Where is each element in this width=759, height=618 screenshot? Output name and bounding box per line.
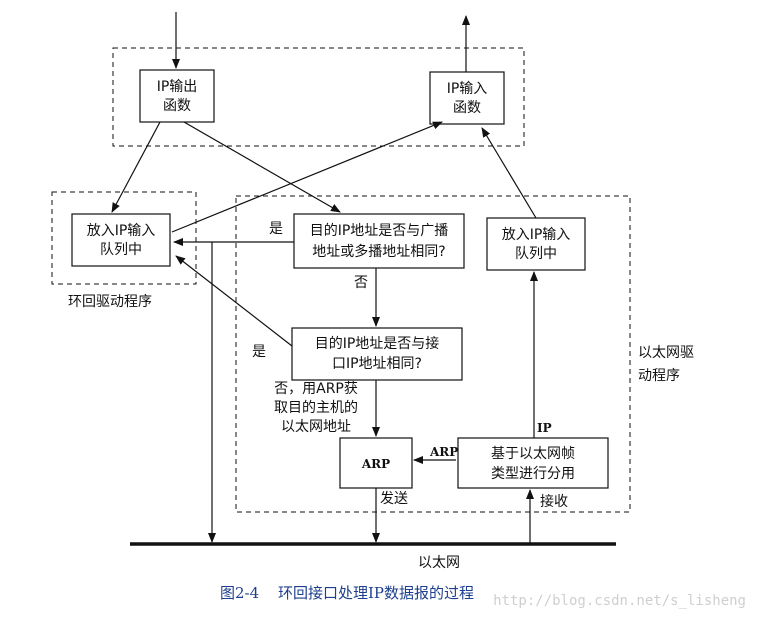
no-interface-label-3: 以太网地址 bbox=[281, 419, 351, 435]
eth-queue-text-1: 放入IP输入 bbox=[502, 227, 571, 243]
demux-text-2: 类型进行分用 bbox=[491, 466, 575, 482]
ethernet-driver-region bbox=[235, 195, 631, 513]
arp-edge-label: ARP bbox=[429, 445, 458, 459]
yes-interface-label: 是 bbox=[252, 344, 266, 360]
caption-figure-no: 图2-4 bbox=[220, 584, 259, 602]
loopback-driver-label: 环回驱动程序 bbox=[68, 294, 152, 310]
arrow-interface-yes-to-loopback bbox=[175, 255, 293, 347]
demux-text-1: 基于以太网帧 bbox=[491, 445, 575, 462]
arrow-output-to-loopback bbox=[111, 121, 161, 213]
caption-title: 环回接口处理IP数据报的过程 bbox=[278, 584, 474, 602]
ip-edge-label: IP bbox=[537, 421, 552, 435]
loopback-queue-box bbox=[71, 213, 171, 267]
ethernet-label: 以太网 bbox=[418, 555, 460, 571]
loopback-queue-text-2: 队列中 bbox=[100, 242, 142, 258]
ip-input-box bbox=[429, 71, 505, 125]
ethernet-driver-label-2: 动程序 bbox=[638, 368, 680, 384]
ip-input-text-2: 函数 bbox=[453, 100, 481, 116]
arrow-output-to-broadcast-check bbox=[183, 121, 341, 213]
no-interface-label-2: 取目的主机的 bbox=[274, 400, 358, 416]
arrow-loopback-to-ip-input bbox=[171, 121, 443, 233]
broadcast-check-text-2: 地址或多播地址相同? bbox=[312, 243, 445, 260]
arp-box-text: ARP bbox=[361, 457, 390, 471]
yes-broadcast-label: 是 bbox=[269, 221, 283, 237]
ethernet-driver-label-1: 以太网驱 bbox=[638, 345, 694, 361]
no-broadcast-label: 否 bbox=[354, 275, 368, 291]
interface-check-text-2: 口IP地址相同? bbox=[332, 356, 422, 372]
ip-output-text-1: IP输出 bbox=[157, 79, 198, 95]
ip-output-text-2: 函数 bbox=[163, 98, 191, 114]
loopback-queue-text-1: 放入IP输入 bbox=[87, 223, 156, 239]
interface-check-text-1: 目的IP地址是否与接 bbox=[315, 335, 440, 352]
eth-queue-text-2: 队列中 bbox=[515, 246, 557, 262]
broadcast-check-box bbox=[293, 213, 465, 269]
interface-check-box bbox=[291, 327, 463, 381]
ip-layer-region bbox=[112, 47, 525, 147]
no-interface-label-1: 否，用ARP获 bbox=[274, 381, 358, 397]
ethernet-queue-box bbox=[486, 217, 586, 271]
demux-box bbox=[457, 437, 609, 489]
broadcast-check-text-1: 目的IP地址是否与广播 bbox=[310, 223, 449, 239]
receive-label: 接收 bbox=[540, 493, 568, 510]
watermark: http://blog.csdn.net/s_lisheng bbox=[493, 593, 746, 609]
loopback-driver-region bbox=[51, 191, 197, 285]
ip-input-text-1: IP输入 bbox=[447, 81, 488, 97]
arrow-eth-queue-to-ip-input bbox=[481, 127, 537, 219]
ip-output-box bbox=[139, 69, 215, 123]
send-label: 发送 bbox=[380, 491, 408, 507]
